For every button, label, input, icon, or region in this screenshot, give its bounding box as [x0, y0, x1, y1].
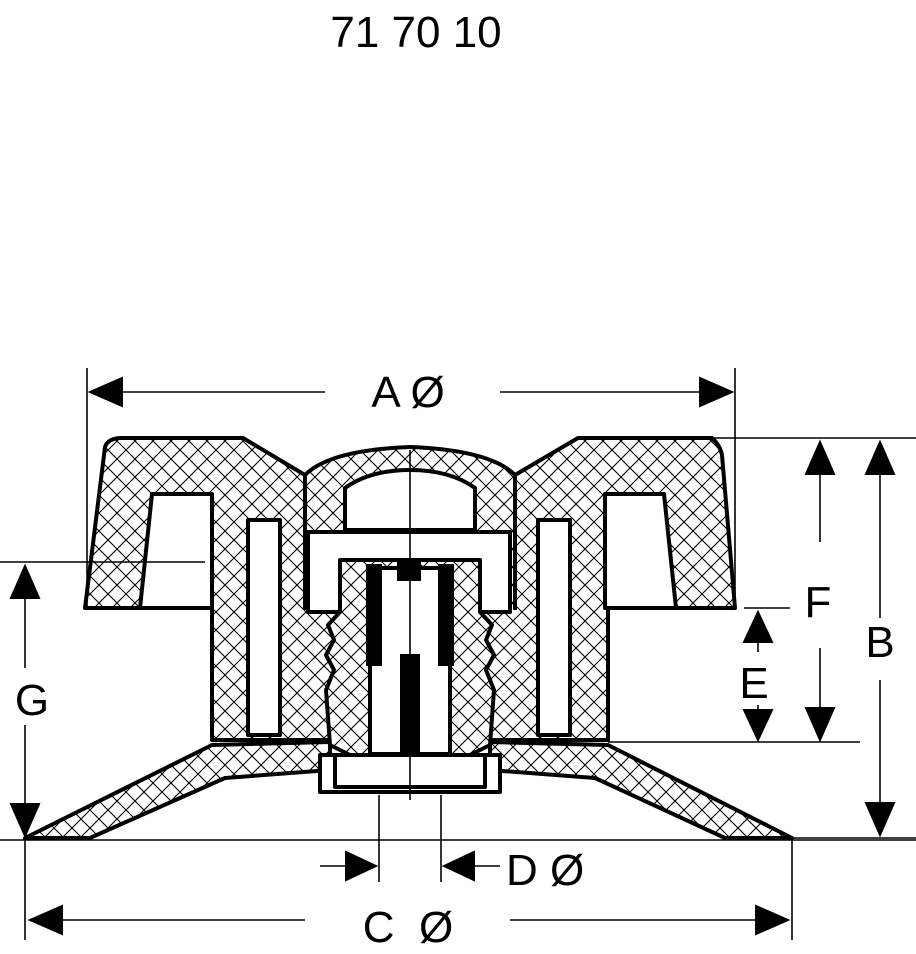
dimension-g: G — [0, 561, 916, 841]
part-number: 71 70 10 — [330, 8, 501, 57]
dimension-a-label: A Ø — [371, 368, 444, 417]
arrow-down-icon — [9, 803, 41, 839]
dimension-c: C Ø — [24, 840, 793, 952]
arrow-left-icon — [87, 376, 123, 408]
dimension-g-label: G — [15, 676, 49, 725]
arrow-left-icon — [441, 850, 475, 882]
arrow-up-icon — [864, 439, 896, 475]
arrow-down-icon — [742, 709, 774, 743]
dimension-e-label: E — [739, 659, 768, 708]
arrow-down-icon — [864, 802, 896, 838]
dimension-f: F — [608, 439, 860, 743]
arrow-up-icon — [9, 563, 41, 599]
arrow-right-icon — [699, 376, 735, 408]
dimension-b: B — [712, 437, 916, 839]
knob-skirt-section — [23, 740, 332, 840]
arrow-right-icon — [755, 904, 791, 936]
dimension-a: A Ø — [86, 368, 736, 608]
knob-cross-section — [23, 436, 794, 840]
dimension-f-label: F — [805, 578, 832, 627]
arrow-left-icon — [27, 904, 63, 936]
dimension-d-label: D Ø — [506, 846, 584, 895]
arrow-down-icon — [804, 707, 836, 743]
dimension-c-label: C Ø — [363, 903, 453, 952]
dimension-e: E — [739, 607, 790, 743]
arrow-up-icon — [804, 439, 836, 475]
arrow-up-icon — [742, 609, 774, 643]
dimension-b-label: B — [865, 618, 894, 667]
dimension-d: D Ø — [320, 795, 584, 895]
arrow-right-icon — [345, 850, 379, 882]
